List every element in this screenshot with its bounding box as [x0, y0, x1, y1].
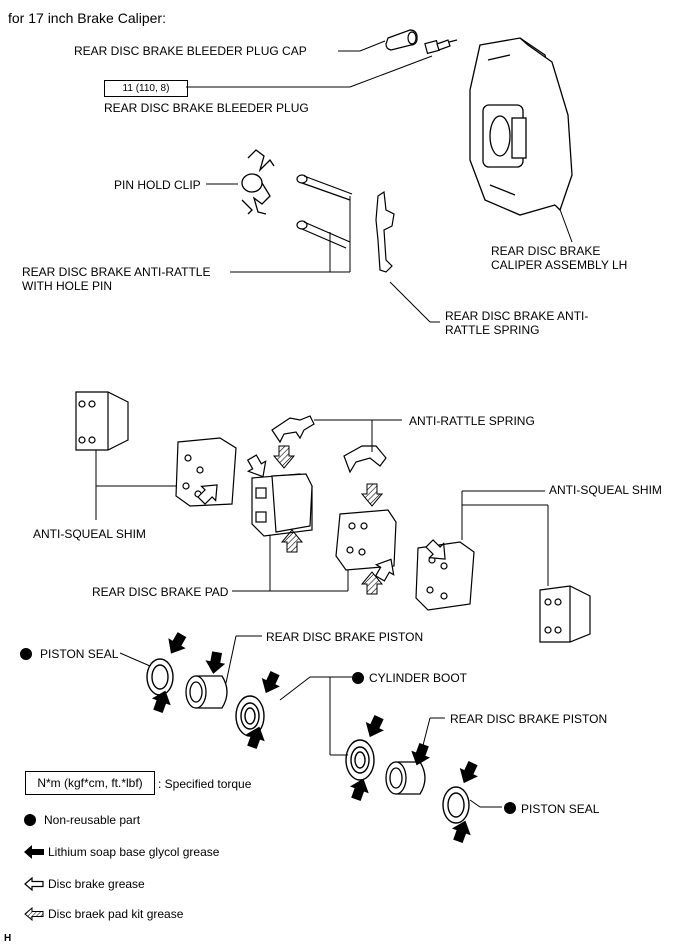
legend-torque-desc: : Specified torque [158, 777, 252, 791]
label-cylinder-boot: CYLINDER BOOT [369, 671, 468, 685]
filled-arrow-icon [24, 845, 44, 859]
bleeder-plug-cap [385, 29, 418, 51]
legend-disc-grease-text: Disc brake grease [48, 877, 145, 891]
label-anti-rattle-pin-line2: WITH HOLE PIN [22, 279, 113, 293]
anti-squeal-shim-outer-left [75, 391, 129, 451]
brake-pad-right [335, 509, 397, 571]
non-reusable-markers [20, 648, 516, 814]
label-bleeder-cap: REAR DISC BRAKE BLEEDER PLUG CAP [74, 44, 307, 58]
legend-disc-grease: Disc brake grease [24, 876, 145, 892]
brake-pad-left [251, 473, 313, 537]
corner-code: H [4, 933, 12, 944]
anti-rattle-spring-middle [271, 415, 387, 474]
legend-torque-box: N*m (kgf*cm, ft.*lbf) [25, 771, 155, 795]
cylinder-boot-bottom [345, 739, 375, 781]
hatched-arrow-icon [24, 906, 44, 922]
bleeder-plug [424, 39, 458, 55]
label-anti-rattle-spring-line1: REAR DISC BRAKE ANTI- [445, 309, 589, 323]
pin-hold-clip [241, 149, 275, 215]
label-piston-bottom: REAR DISC BRAKE PISTON [450, 712, 608, 726]
label-anti-rattle-spring-line2: RATTLE SPRING [445, 323, 540, 337]
label-piston-seal-left: PISTON SEAL [40, 647, 119, 661]
outline-arrow-icon [24, 876, 44, 892]
label-pin-hold-clip: PIN HOLD CLIP [114, 178, 201, 192]
label-anti-squeal-shim-left: ANTI-SQUEAL SHIM [33, 527, 146, 541]
anti-squeal-shim-inner-right [415, 541, 475, 611]
anti-rattle-pins [296, 174, 353, 249]
label-anti-rattle-pin-line1: REAR DISC BRAKE ANTI-RATTLE [22, 265, 211, 279]
legend-lithium: Lithium soap base glycol grease [24, 845, 219, 859]
legend-pad-kit: Disc braek pad kit grease [24, 906, 184, 922]
legend-non-reusable-text: Non-reusable part [44, 813, 141, 827]
label-caliper-line2: CALIPER ASSEMBLY LH [491, 258, 628, 272]
torque-value-box: 11 (110, 8) [104, 80, 188, 97]
label-anti-rattle-spring-mid: ANTI-RATTLE SPRING [409, 414, 535, 428]
lithium-grease-arrows [148, 629, 483, 845]
piston-top [185, 675, 228, 709]
caliper-assembly [469, 37, 573, 216]
anti-squeal-shim-inner-left [175, 437, 237, 507]
label-piston-seal-right: PISTON SEAL [521, 802, 600, 816]
cylinder-boot-top [235, 695, 265, 737]
filled-circle-icon [24, 814, 36, 826]
label-anti-squeal-shim-right: ANTI-SQUEAL SHIM [549, 483, 662, 497]
piston-seal-right [442, 786, 470, 824]
diagram-header: for 17 inch Brake Caliper: [8, 10, 166, 26]
legend-non-reusable: Non-reusable part [24, 813, 140, 827]
piston-bottom [385, 761, 426, 795]
anti-rattle-spring-top [375, 190, 395, 273]
piston-seal-left [146, 658, 174, 696]
legend-pad-kit-text: Disc braek pad kit grease [48, 907, 184, 921]
label-bleeder-plug: REAR DISC BRAKE BLEEDER PLUG [104, 101, 309, 115]
label-brake-pad: REAR DISC BRAKE PAD [92, 585, 229, 599]
label-caliper-line1: REAR DISC BRAKE [491, 244, 601, 258]
legend-lithium-text: Lithium soap base glycol grease [48, 845, 220, 859]
label-piston-top: REAR DISC BRAKE PISTON [266, 630, 424, 644]
anti-squeal-shim-outer-right [539, 585, 591, 643]
